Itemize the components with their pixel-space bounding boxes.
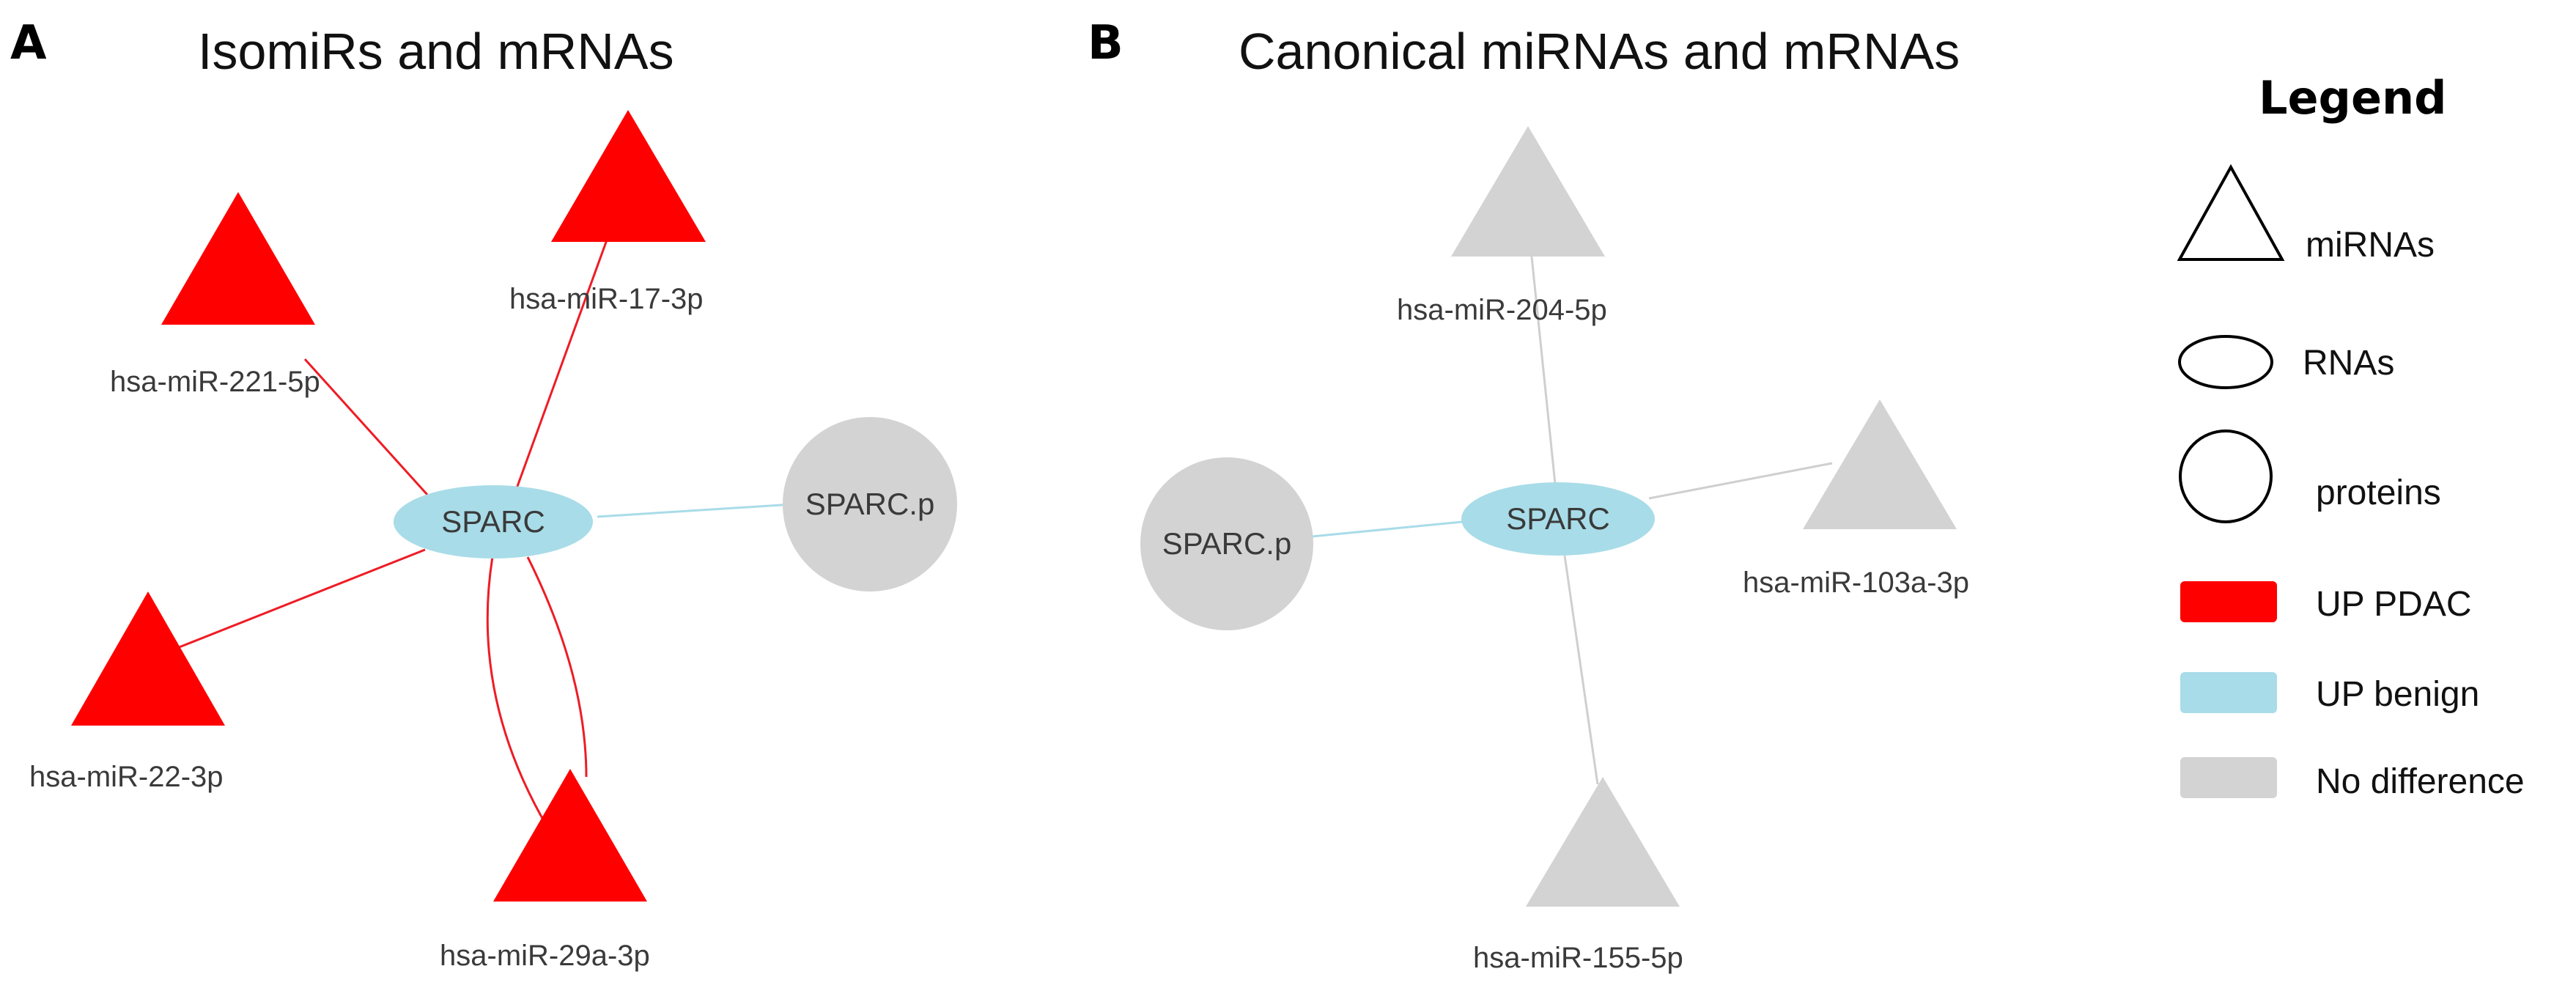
node-label-sparc-a: SPARC (441, 504, 545, 539)
triangle-node-mir17 (551, 110, 706, 242)
node-label-sparcp-b: SPARC.p (1162, 526, 1292, 561)
node-label-mir103a: hsa-miR-103a-3p (1743, 567, 1969, 599)
triangle-node-mir29a (493, 769, 647, 902)
panel-b: B Canonical miRNAs and mRNAs hsa-miR-204… (1088, 16, 1969, 974)
panel-b-letter: B (1088, 16, 1123, 70)
legend-label-up-benign: UP benign (2316, 675, 2479, 714)
legend-label-rnas: RNAs (2303, 344, 2394, 383)
legend-label-mirnas: miRNAs (2306, 226, 2435, 265)
triangle-node-mir204 (1451, 126, 1605, 257)
edge-sparc-mir29a-2 (526, 556, 588, 778)
legend: Legend miRNAs RNAs proteins UP PDAC UP b… (2177, 71, 2525, 801)
ellipse-node-sparc-a (394, 485, 593, 558)
triangle-node-mir103a (1803, 399, 1957, 529)
triangle-node-mir155 (1526, 777, 1680, 907)
panel-a-letter: A (10, 16, 47, 70)
panel-a-edges (177, 219, 794, 844)
ellipse-node-sparc-b (1461, 482, 1655, 556)
panel-b-edges (1311, 256, 1833, 785)
node-label-sparcp-a: SPARC.p (805, 487, 935, 521)
node-label-mir17: hsa-miR-17-3p (509, 283, 704, 315)
edge-sparc-mir103a (1648, 462, 1833, 500)
legend-label-no-difference: No difference (2316, 762, 2525, 801)
legend-title: Legend (2259, 71, 2447, 125)
legend-label-proteins: proteins (2316, 473, 2441, 512)
node-label-mir221: hsa-miR-221-5p (110, 366, 320, 398)
panel-b-title: Canonical miRNAs and mRNAs (1239, 23, 1960, 80)
node-label-sparc-b: SPARC (1506, 501, 1610, 536)
edge-sparc-mir22 (177, 548, 426, 649)
edge-sparc-mir204 (1530, 256, 1557, 484)
triangle-node-mir22 (71, 591, 225, 726)
panel-a: A IsomiRs and mRNAs hsa-miR-221-5p hsa-m… (10, 16, 957, 972)
triangle-node-mir221 (161, 192, 315, 325)
edge-sparc-mir155 (1563, 555, 1599, 785)
edge-sparc-mir29a-1 (486, 556, 558, 844)
circle-outline-icon (2179, 430, 2273, 523)
edge-sparc-sparcp (597, 503, 794, 518)
triangle-outline-icon (2177, 163, 2285, 261)
node-label-mir204: hsa-miR-204-5p (1397, 294, 1607, 326)
edge-sparc-mir17 (512, 219, 616, 499)
circle-node-sparcp-b (1140, 457, 1313, 630)
legend-swatch-up-pdac (2180, 581, 2277, 622)
node-label-mir155: hsa-miR-155-5p (1473, 942, 1683, 974)
node-label-mir29a: hsa-miR-29a-3p (440, 940, 650, 972)
edge-sparc-sparcp-b (1311, 520, 1463, 538)
circle-node-sparcp-a (783, 417, 957, 591)
ellipse-outline-icon (2178, 335, 2273, 389)
panel-a-title: IsomiRs and mRNAs (198, 23, 674, 80)
legend-swatch-up-benign (2180, 672, 2277, 713)
legend-label-up-pdac: UP PDAC (2316, 585, 2472, 624)
node-label-mir22: hsa-miR-22-3p (29, 761, 224, 793)
legend-swatch-no-difference (2180, 757, 2277, 798)
